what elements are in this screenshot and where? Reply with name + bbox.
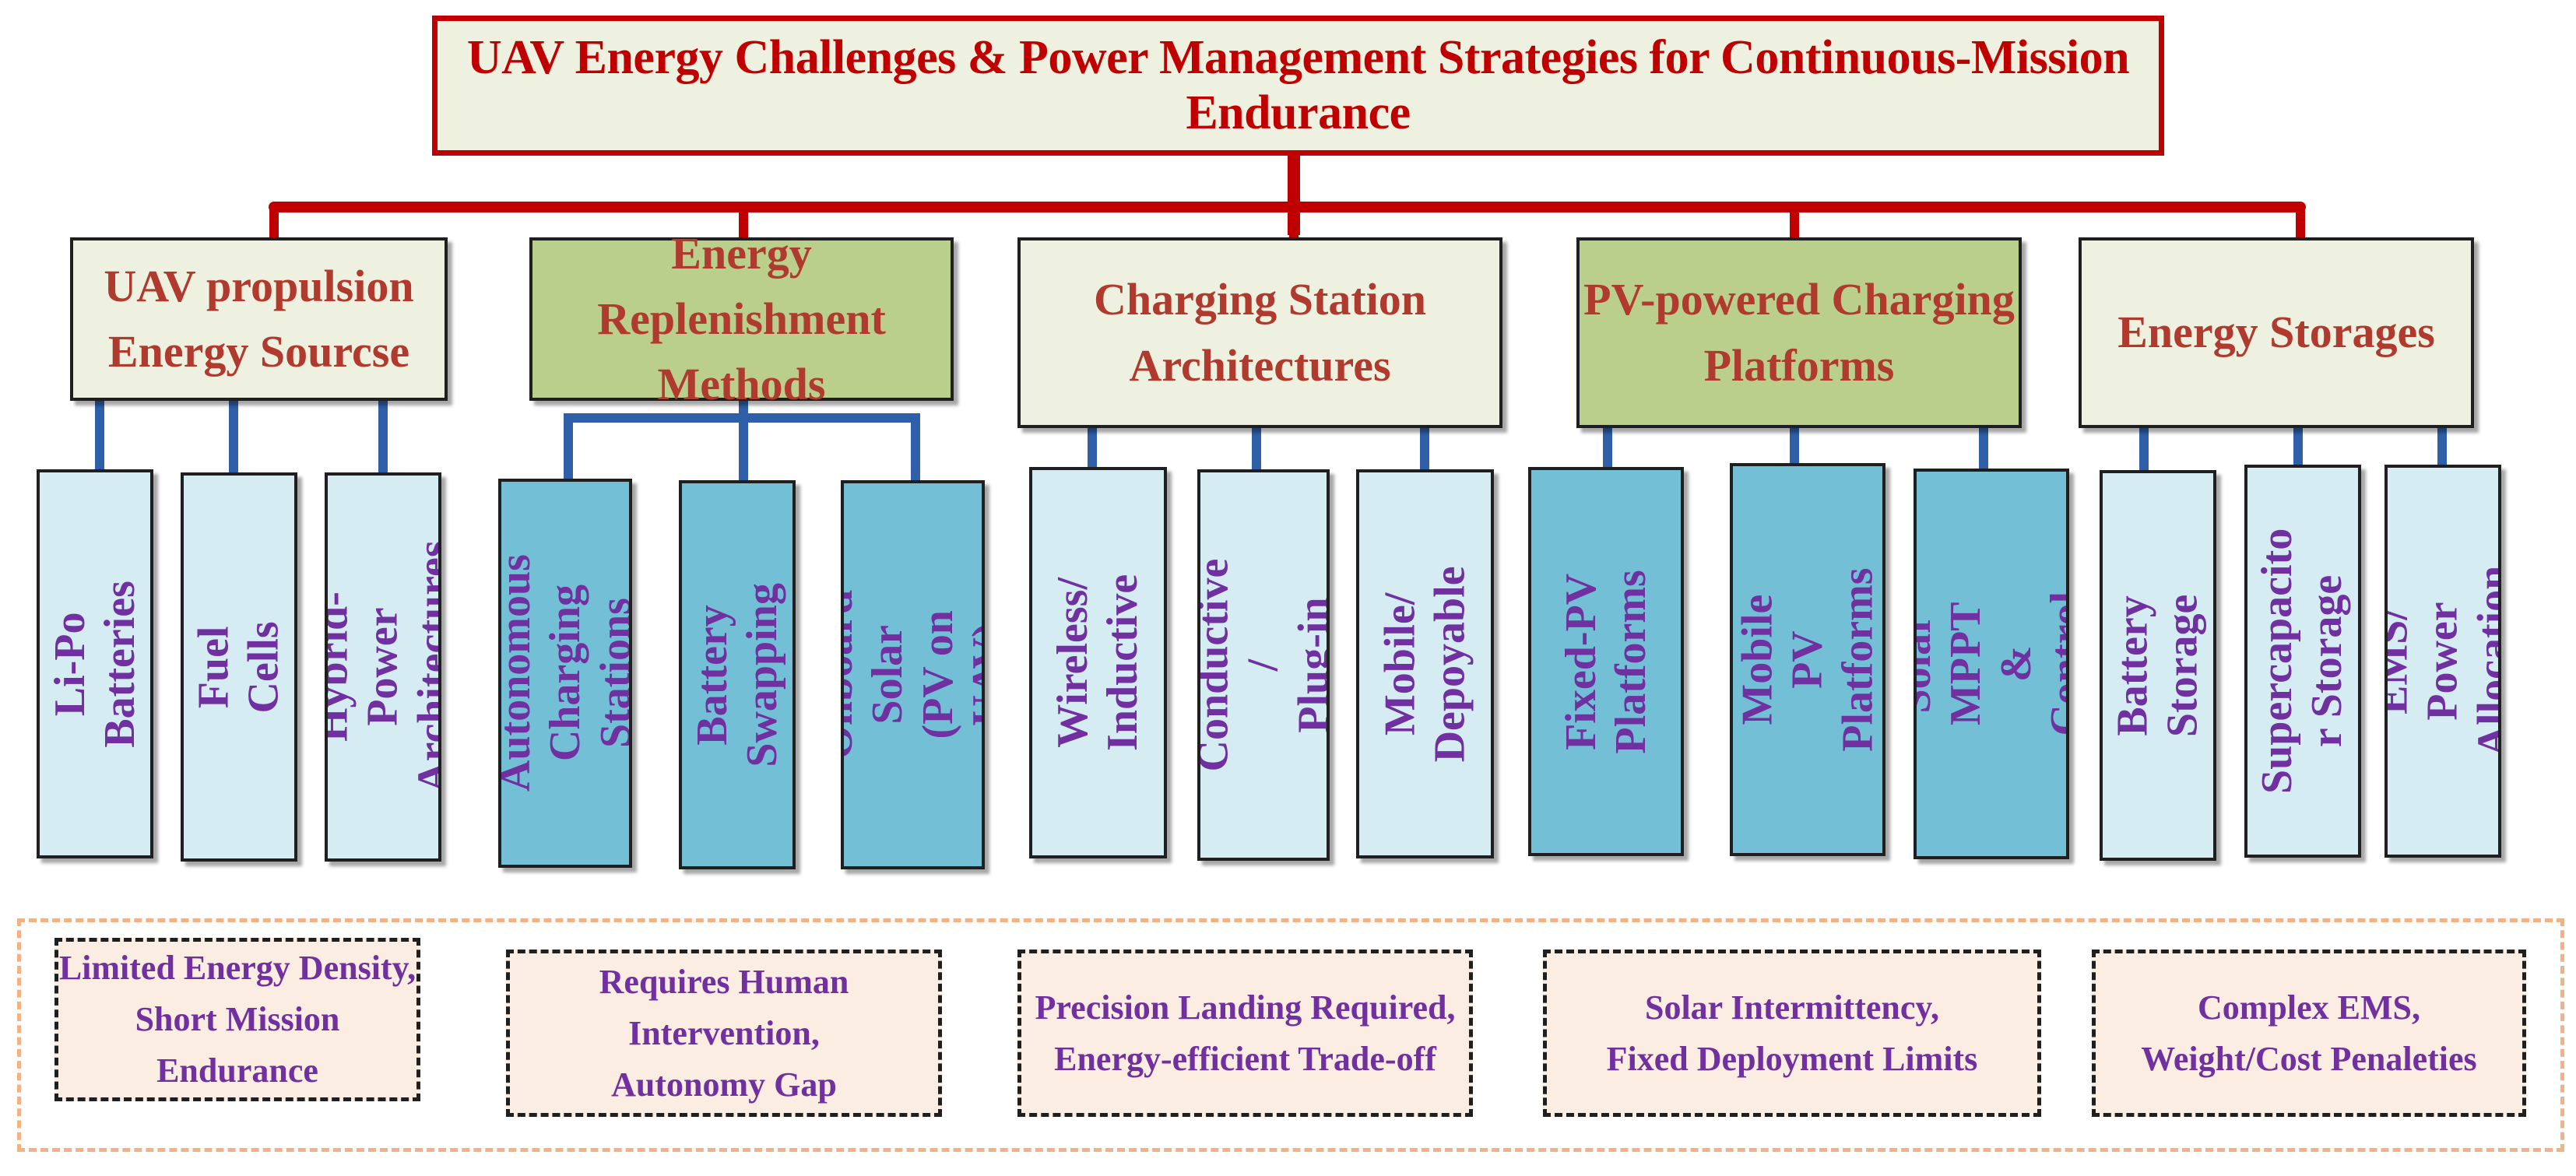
leaf-solar-mppt-control: Solar MPPT & Control	[1914, 469, 2069, 859]
leaf-label: Wireless/ Inductive	[1049, 574, 1147, 752]
leaf-onboard-solar: Onboard Solar (PV on UAV)	[841, 480, 985, 869]
leaf-label: Hybrid-Power Architectures	[325, 540, 441, 794]
category-energy-replenishment-methods: Energy Replenishment Methods	[529, 228, 954, 409]
leaf-supercapacitor-storage: Supercapacito r Storage	[2244, 465, 2361, 858]
challenge-charging-station: Precision Landing Required, Energy-effic…	[1017, 950, 1473, 1117]
leaf-label: Fuel Cells	[189, 620, 288, 714]
leaf-battery-swapping: Battery Swapping	[679, 480, 796, 869]
blue-branch-2-bracket	[564, 413, 920, 483]
leaf-label: Battery Storage	[2108, 594, 2208, 737]
leaf-mobile-depoyable: Mobile/ Depoyable	[1356, 469, 1494, 858]
leaf-ems-power-allocation: EMS/ Power Allocation	[2384, 465, 2501, 858]
leaf-battery-storage: Battery Storage	[2100, 470, 2216, 861]
leaf-label: Fixed-PV Platforms	[1556, 569, 1656, 754]
leaf-conductive-plug-in: Conductive / Plug-in	[1197, 469, 1330, 861]
challenge-replenishment: Requires Human Intervention, Autonomy Ga…	[506, 950, 942, 1117]
leaf-autonomous-charging-stations: Autonomous Charging Stations	[498, 479, 632, 868]
leaf-label: Onboard Solar (PV on UAV)	[841, 590, 985, 760]
category-propulsion-energy-sources: UAV propulsion Energy Sourcse	[70, 237, 448, 401]
leaf-label: Mobile/ Depoyable	[1376, 566, 1474, 762]
leaf-label: Solar MPPT & Control	[1914, 592, 2069, 736]
leaf-fuel-cells: Fuel Cells	[181, 472, 297, 862]
leaf-fixed-pv-platforms: Fixed-PV Platforms	[1528, 467, 1684, 856]
challenge-propulsion-energy: Limited Energy Density, Short Mission En…	[54, 938, 420, 1101]
leaf-label: Mobile PV Platforms	[1733, 567, 1882, 752]
leaf-label: Supercapacito r Storage	[2253, 528, 2353, 795]
category-charging-station-architectures: Charging Station Architectures	[1017, 237, 1502, 428]
diagram-title: UAV Energy Challenges & Power Management…	[432, 16, 2164, 156]
challenge-energy-storages: Complex EMS, Weight/Cost Penaleties	[2092, 950, 2526, 1117]
leaf-li-po-batteries: Li-Po Batteries	[37, 469, 153, 858]
leaf-mobile-pv-platforms: Mobile PV Platforms	[1730, 463, 1885, 856]
challenges-frame	[17, 918, 2564, 1152]
leaf-label: Autonomous Charging Stations	[498, 554, 632, 792]
category-energy-storages: Energy Storages	[2079, 237, 2474, 428]
leaf-label: Conductive / Plug-in	[1197, 558, 1330, 772]
leaf-label: Li-Po Batteries	[45, 580, 145, 748]
challenge-pv-platforms: Solar Intermittency, Fixed Deployment Li…	[1543, 950, 2041, 1117]
leaf-label: EMS/ Power Allocation	[2384, 565, 2501, 757]
leaf-wireless-inductive: Wireless/ Inductive	[1029, 467, 1167, 858]
category-pv-charging-platforms: PV-powered Charging Platforms	[1576, 237, 2022, 428]
leaf-hybrid-power-architectures: Hybrid-Power Architectures	[325, 472, 441, 862]
leaf-label: Battery Swapping	[687, 582, 787, 767]
